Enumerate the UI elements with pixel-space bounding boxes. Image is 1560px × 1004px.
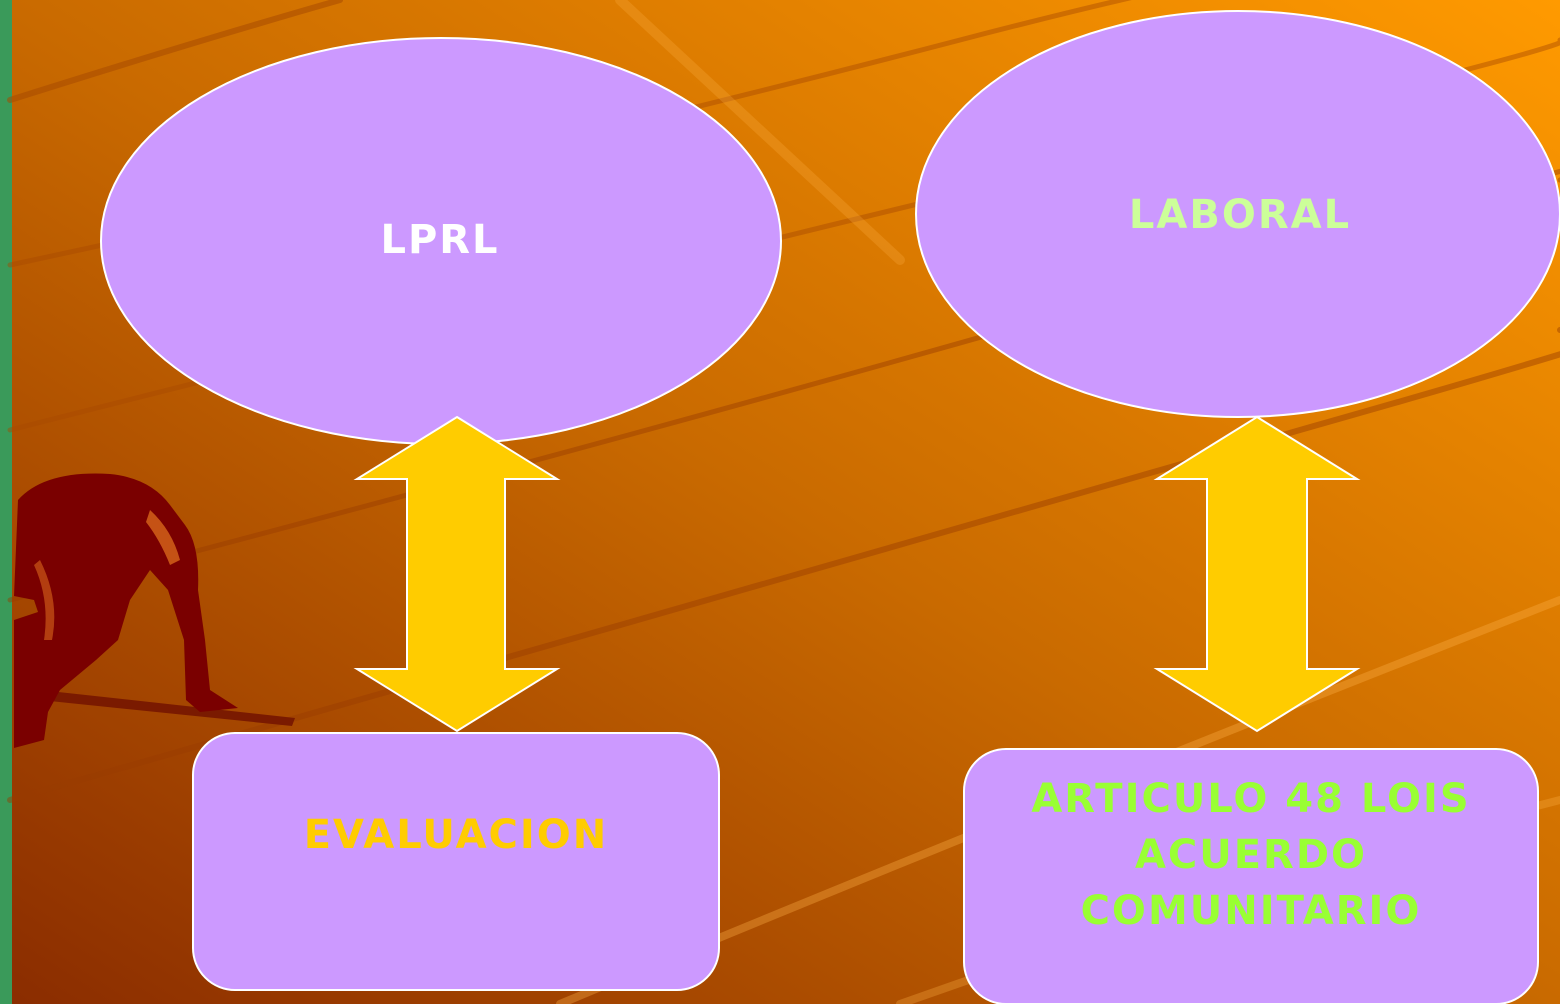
articulo-box [963, 748, 1539, 1004]
articulo-label: ARTICULO 48 LOIS ACUERDO COMUNITARIO [964, 770, 1538, 940]
left-double-arrow-icon [353, 415, 561, 733]
laboral-ellipse [915, 10, 1560, 418]
left-accent-strip [0, 0, 12, 1004]
evaluacion-label: EVALUACION [303, 812, 609, 858]
articulo-line-1: ARTICULO 48 LOIS [1031, 776, 1471, 822]
sprinter-illustration [14, 473, 295, 748]
articulo-line-2: ACUERDO [1134, 832, 1368, 878]
laboral-label: LABORAL [1128, 192, 1352, 238]
right-double-arrow-icon [1153, 415, 1361, 733]
evaluacion-box [192, 732, 720, 991]
lprl-label: LPRL [380, 217, 500, 263]
articulo-line-3: COMUNITARIO [1080, 888, 1422, 934]
